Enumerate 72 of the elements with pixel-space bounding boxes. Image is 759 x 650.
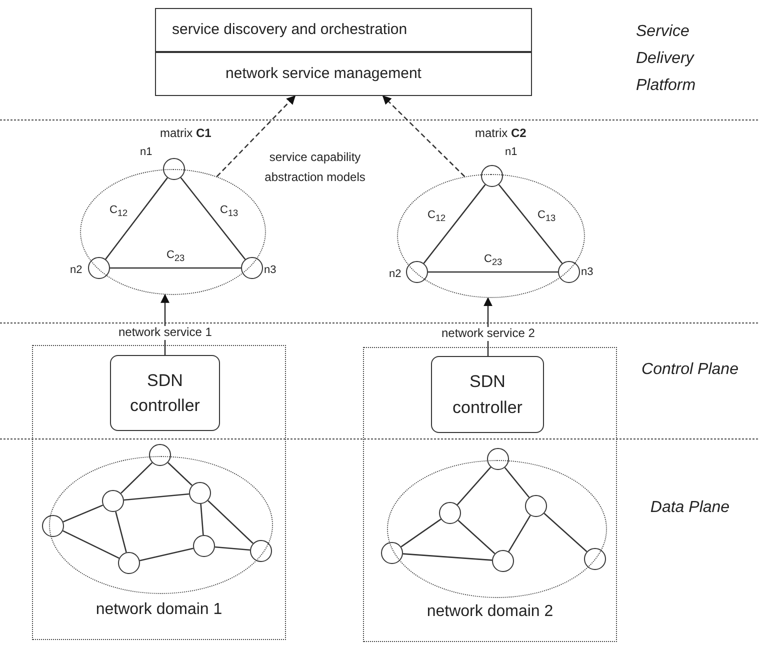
node-circle [189,482,211,504]
connector-line [105,177,168,260]
connector-line [62,504,104,522]
node-label: n2 [389,268,402,281]
matrix-label: matrix C2 [475,126,526,140]
layer-label: Data Plane [649,498,731,518]
node-circle [439,502,461,524]
edge-label: C$_{23}$ [164,249,187,264]
connector-line [402,553,492,561]
connector-line [115,512,127,552]
node-circle [118,552,140,574]
edge-label: C$_{13}$ [536,209,558,224]
annotation-text: service capability abstraction models [264,149,366,186]
layer-label: Service Delivery Platform [636,22,697,96]
connector-line [208,500,254,544]
connector-line [428,271,558,273]
node-circle [487,448,509,470]
connector-line [458,520,496,554]
edge-label: C$_{12}$ [426,209,448,224]
connector-line [400,518,442,548]
process-box: service discovery and orchestration [155,8,532,52]
connector-line [544,512,588,552]
node-circle [42,515,64,537]
edge-label: C$_{13}$ [218,204,240,218]
domain-label: network domain 2 [426,603,554,621]
connector-line [124,493,190,501]
node-circle [241,257,263,279]
node-circle [481,165,503,187]
connector-line [214,546,250,551]
node-circle [381,542,403,564]
domain-frame [32,345,286,640]
layer-label: Control Plane [640,360,740,380]
connector-line [498,184,563,264]
controller-box: SDN controller [110,355,220,431]
arrow [382,95,466,177]
node-circle [149,444,171,466]
process-box: network service management [155,52,532,96]
node-circle [492,550,514,572]
connector-line [180,177,246,260]
node-circle [88,257,110,279]
connector-line [456,466,492,506]
node-circle [584,548,606,570]
node-circle [163,158,185,180]
connector-line [508,515,531,552]
node-label: n3 [581,266,594,278]
node-label: n2 [70,264,84,277]
arrow [216,95,296,177]
controller-box: SDN controller [431,356,544,433]
matrix-label: matrix C1 [160,126,212,140]
connector-line [120,462,153,494]
edge-label: network service 2 [440,327,537,341]
connector-line [423,184,486,264]
node-circle [250,540,272,562]
node-circle [406,261,428,283]
node-circle [102,490,124,512]
connector-line [504,467,530,498]
connector-line [200,504,204,536]
connector-line [62,530,120,559]
node-circle [558,261,580,283]
node-label: n3 [264,264,276,276]
edge-label: C$_{23}$ [482,253,504,268]
edge-label: C$_{12}$ [108,204,130,218]
connector-line [140,548,194,562]
connector-line [110,267,241,269]
connector-line [168,462,192,486]
node-circle [525,495,547,517]
edge-label: network service 1 [116,326,214,340]
node-label: n1 [505,146,518,158]
node-label: n1 [140,146,152,158]
node-circle [193,535,215,557]
domain-frame [363,347,617,642]
domain-label: network domain 1 [96,601,222,619]
